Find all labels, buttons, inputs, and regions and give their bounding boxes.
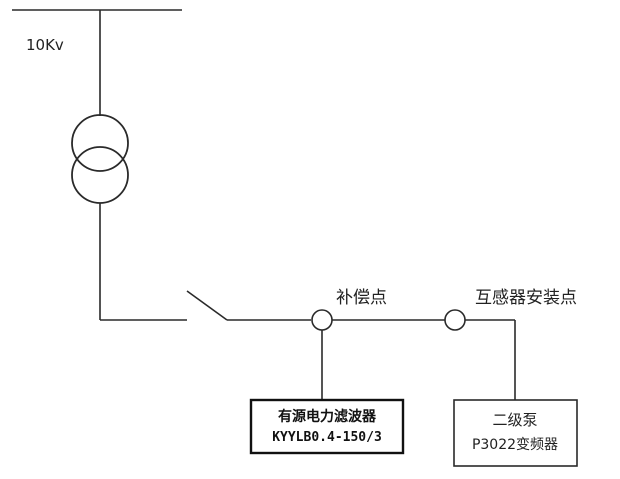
- switch-blade-icon: [186, 290, 228, 321]
- compensation-point-node: [311, 309, 333, 331]
- pump-model-label: P3022变频器: [472, 437, 558, 453]
- ct-install-point-node: [444, 309, 466, 331]
- ct-install-point-label: 互感器安装点: [475, 288, 577, 308]
- voltage-label: 10Kv: [26, 36, 64, 54]
- pump-name-label: 二级泵: [492, 411, 537, 429]
- secondary-pump-box: 二级泵 P3022变频器: [453, 399, 578, 467]
- transformer-icon: [71, 114, 129, 204]
- filter-name-label: 有源电力滤波器: [278, 408, 377, 425]
- active-power-filter-box: 有源电力滤波器 KYYLB0.4-150/3: [249, 398, 405, 455]
- filter-model-label: KYYLB0.4-150/3: [272, 430, 382, 445]
- compensation-point-label: 补偿点: [336, 288, 387, 308]
